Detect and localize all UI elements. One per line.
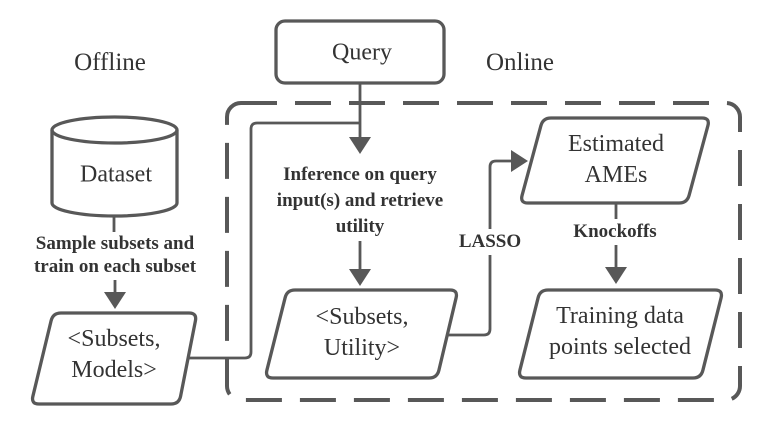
online-section-label: Online	[485, 49, 555, 76]
arrowhead-inference-to-utility	[349, 269, 371, 286]
estimated-ames-line2: AMEs	[584, 162, 648, 188]
lasso-edge-label: LASSO	[452, 229, 528, 255]
subsets-utility-line1: <Subsets,	[315, 304, 409, 330]
arrowhead-utility-to-ames	[511, 150, 528, 172]
online-dashed-container	[225, 101, 742, 402]
knockoffs-edge-label: Knockoffs	[567, 219, 663, 245]
subsets-models-node-label: <Subsets, Models>	[68, 324, 161, 386]
inference-edge-label: Inference on query input(s) and retrieve…	[277, 162, 443, 240]
arrowhead-query-to-inference	[349, 137, 371, 154]
offline-section-label: Offline	[74, 49, 146, 76]
arrowhead-ames-to-training	[605, 267, 627, 284]
estimated-ames-node-shape	[520, 116, 710, 205]
training-points-node-label: Training data points selected	[549, 301, 691, 363]
arrowhead-dataset-to-models	[104, 292, 126, 309]
subsets-models-line2: Models>	[71, 357, 157, 383]
training-points-line2: points selected	[549, 334, 691, 360]
subsets-utility-line2: Utility>	[323, 335, 401, 361]
dataset-cylinder-rim	[50, 129, 179, 145]
training-points-node-shape	[517, 288, 724, 380]
inference-line2: input(s) and retrieve	[276, 190, 444, 211]
dataset-node-label: Dataset	[80, 161, 152, 188]
inference-line3: utility	[335, 216, 385, 237]
subsets-models-node-shape	[30, 311, 198, 406]
query-node-shape	[274, 19, 446, 85]
sample-subsets-line2: train on each subset	[33, 256, 197, 277]
estimated-ames-line1: Estimated	[568, 131, 664, 157]
subsets-utility-node-label: <Subsets, Utility>	[316, 302, 409, 364]
training-points-line1: Training data	[556, 303, 684, 329]
estimated-ames-node-label: Estimated AMEs	[568, 129, 664, 191]
sample-subsets-edge-label: Sample subsets and train on each subset	[34, 232, 196, 278]
connector-models-to-inference	[188, 121, 360, 360]
sample-subsets-line1: Sample subsets and	[35, 233, 195, 254]
query-node-label: Query	[332, 39, 392, 66]
inference-line1: Inference on query	[283, 164, 437, 185]
subsets-utility-node-shape	[264, 288, 459, 380]
subsets-models-line1: <Subsets,	[67, 326, 161, 352]
